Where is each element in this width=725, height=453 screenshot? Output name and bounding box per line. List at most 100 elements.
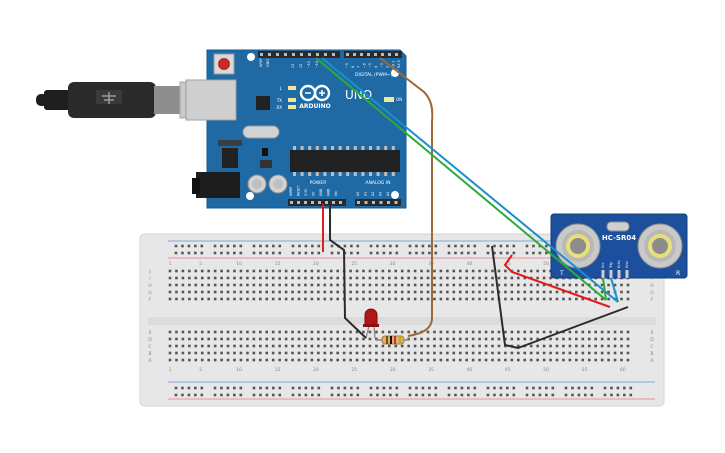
breadboard-hole[interactable]: [549, 276, 552, 280]
rail-hole[interactable]: [421, 244, 425, 248]
breadboard-hole[interactable]: [439, 358, 443, 362]
rail-hole[interactable]: [545, 244, 548, 248]
rail-hole[interactable]: [343, 393, 347, 397]
rail-hole[interactable]: [376, 251, 379, 255]
breadboard-hole[interactable]: [317, 351, 320, 355]
wire-echo[interactable]: [321, 57, 619, 303]
breadboard[interactable]: 1155101015152020252530303535404045455050…: [139, 233, 665, 407]
breadboard-hole[interactable]: [375, 276, 378, 280]
breadboard-hole[interactable]: [200, 344, 204, 348]
breadboard-hole[interactable]: [542, 290, 546, 294]
breadboard-hole[interactable]: [529, 351, 533, 355]
breadboard-hole[interactable]: [188, 337, 191, 341]
breadboard-hole[interactable]: [175, 344, 178, 348]
breadboard-hole[interactable]: [400, 283, 404, 287]
header-pin[interactable]: [292, 53, 295, 56]
breadboard-hole[interactable]: [413, 269, 417, 273]
rail-hole[interactable]: [220, 251, 223, 255]
breadboard-hole[interactable]: [181, 269, 185, 273]
breadboard-hole[interactable]: [607, 330, 610, 334]
breadboard-hole[interactable]: [587, 290, 591, 294]
breadboard-hole[interactable]: [536, 283, 539, 287]
breadboard-hole[interactable]: [529, 344, 533, 348]
rail-hole[interactable]: [616, 386, 620, 390]
header-pin[interactable]: [353, 53, 356, 56]
breadboard-hole[interactable]: [465, 297, 468, 301]
breadboard-hole[interactable]: [168, 269, 172, 273]
breadboard-hole[interactable]: [491, 358, 494, 362]
rail-hole[interactable]: [200, 251, 204, 255]
rail-hole[interactable]: [525, 393, 529, 397]
breadboard-hole[interactable]: [465, 330, 468, 334]
breadboard-hole[interactable]: [355, 290, 359, 294]
rail-hole[interactable]: [486, 251, 490, 255]
breadboard-hole[interactable]: [581, 337, 585, 341]
breadboard-hole[interactable]: [497, 358, 501, 362]
breadboard-hole[interactable]: [233, 290, 236, 294]
breadboard-hole[interactable]: [555, 358, 559, 362]
breadboard-hole[interactable]: [252, 358, 256, 362]
header-pin[interactable]: [308, 53, 311, 56]
breadboard-hole[interactable]: [271, 269, 275, 273]
breadboard-hole[interactable]: [491, 351, 494, 355]
header-pin[interactable]: [332, 53, 335, 56]
breadboard-hole[interactable]: [594, 283, 597, 287]
rail-hole[interactable]: [577, 386, 581, 390]
breadboard-hole[interactable]: [471, 283, 475, 287]
breadboard-hole[interactable]: [252, 283, 256, 287]
breadboard-hole[interactable]: [536, 269, 539, 273]
breadboard-hole[interactable]: [342, 358, 346, 362]
rail-hole[interactable]: [415, 393, 418, 397]
breadboard-hole[interactable]: [226, 351, 230, 355]
breadboard-hole[interactable]: [304, 276, 307, 280]
breadboard-hole[interactable]: [497, 344, 501, 348]
breadboard-hole[interactable]: [471, 358, 475, 362]
breadboard-hole[interactable]: [446, 337, 449, 341]
breadboard-hole[interactable]: [271, 276, 275, 280]
breadboard-hole[interactable]: [278, 358, 281, 362]
rail-hole[interactable]: [330, 251, 334, 255]
header-pin[interactable]: [276, 53, 279, 56]
rail-hole[interactable]: [226, 393, 230, 397]
rail-hole[interactable]: [460, 393, 464, 397]
breadboard-hole[interactable]: [613, 358, 617, 362]
breadboard-hole[interactable]: [200, 358, 204, 362]
breadboard-hole[interactable]: [368, 269, 372, 273]
breadboard-hole[interactable]: [491, 297, 494, 301]
header-pin[interactable]: [318, 201, 321, 204]
rail-hole[interactable]: [616, 393, 620, 397]
breadboard-hole[interactable]: [458, 297, 462, 301]
breadboard-hole[interactable]: [323, 358, 327, 362]
rail-hole[interactable]: [551, 386, 555, 390]
breadboard-hole[interactable]: [484, 290, 488, 294]
sensor-pin[interactable]: [601, 270, 605, 278]
breadboard-hole[interactable]: [278, 337, 281, 341]
breadboard-hole[interactable]: [446, 290, 449, 294]
breadboard-hole[interactable]: [388, 269, 391, 273]
rail-hole[interactable]: [213, 244, 217, 248]
rail-hole[interactable]: [460, 386, 464, 390]
breadboard-hole[interactable]: [613, 283, 617, 287]
rail-hole[interactable]: [356, 244, 360, 248]
rail-hole[interactable]: [213, 393, 217, 397]
breadboard-hole[interactable]: [471, 337, 475, 341]
breadboard-hole[interactable]: [226, 297, 230, 301]
breadboard-hole[interactable]: [181, 351, 185, 355]
rail-hole[interactable]: [187, 244, 191, 248]
breadboard-hole[interactable]: [478, 269, 481, 273]
breadboard-hole[interactable]: [491, 330, 494, 334]
breadboard-hole[interactable]: [349, 351, 352, 355]
breadboard-hole[interactable]: [252, 290, 256, 294]
breadboard-hole[interactable]: [594, 330, 597, 334]
breadboard-hole[interactable]: [529, 283, 533, 287]
breadboard-hole[interactable]: [175, 283, 178, 287]
breadboard-hole[interactable]: [355, 276, 359, 280]
rail-hole[interactable]: [473, 244, 477, 248]
breadboard-hole[interactable]: [317, 276, 320, 280]
rail-hole[interactable]: [291, 386, 295, 390]
breadboard-hole[interactable]: [375, 269, 378, 273]
rail-hole[interactable]: [356, 393, 360, 397]
breadboard-hole[interactable]: [446, 330, 449, 334]
breadboard-hole[interactable]: [504, 297, 507, 301]
breadboard-hole[interactable]: [575, 297, 578, 301]
